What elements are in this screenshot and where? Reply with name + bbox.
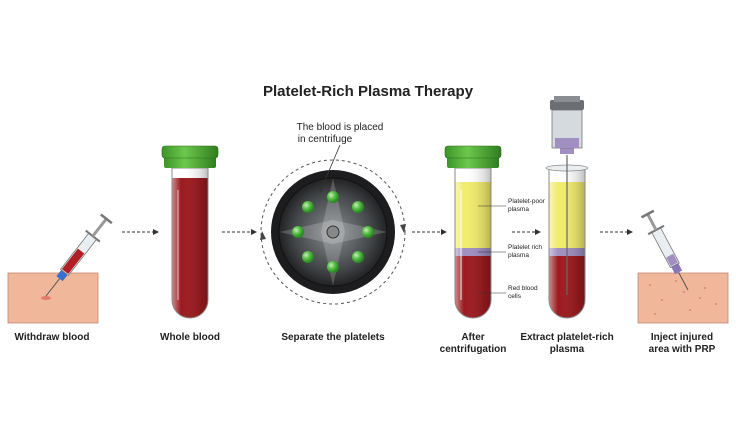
extract-tube: Extract platelet-rich plasma <box>520 96 614 355</box>
page-title: Platelet-Rich Plasma Therapy <box>263 83 474 100</box>
vial-icon <box>327 261 339 273</box>
step-extract-label-1: Extract platelet-rich <box>520 332 613 343</box>
vial-icon <box>302 201 314 213</box>
step-after-label-2: centrifugation <box>440 344 507 355</box>
inject-step: Inject injured area with PRP <box>637 209 729 355</box>
tube-glass <box>171 167 209 319</box>
layer-red-line2: cells <box>508 293 522 300</box>
whole-blood-tube: Whole blood <box>160 145 220 343</box>
tube-glass <box>454 167 492 319</box>
step-after-label-1: After <box>461 332 484 343</box>
syringe-icon <box>45 213 113 297</box>
puncture-mark <box>41 296 51 300</box>
rotation-path <box>260 159 406 305</box>
tube-cap-icon <box>164 156 216 168</box>
vial-icon <box>362 226 374 238</box>
vial-icon <box>352 251 364 263</box>
step-inject-label-2: area with PRP <box>649 344 716 355</box>
withdraw-step: Withdraw blood <box>7 213 113 343</box>
sample-vials <box>292 191 374 273</box>
syringe-icon <box>640 209 689 291</box>
vial-icon <box>352 201 364 213</box>
separated-tube: Platelet-poor plasma Platelet rich plasm… <box>440 145 546 355</box>
vial-icon <box>292 226 304 238</box>
step-inject-label-1: Inject injured <box>651 332 713 343</box>
layer-poor-line2: plasma <box>508 206 529 213</box>
tube-cap-icon <box>447 156 499 168</box>
step-separate-label: Separate the platelets <box>281 332 385 343</box>
centrifuge-note-line1: The blood is placed <box>297 122 384 133</box>
skin-patch <box>7 272 99 324</box>
layer-rich-line2: plasma <box>508 252 529 259</box>
callout-line <box>319 144 341 193</box>
step-withdraw-label: Withdraw blood <box>15 332 90 343</box>
centrifuge: The blood is placed in centrifuge Separa… <box>260 122 406 343</box>
step-whole-label: Whole blood <box>160 332 220 343</box>
layer-red-line1: Red blood <box>508 285 538 292</box>
syringe-icon <box>550 96 584 154</box>
vial-icon <box>302 251 314 263</box>
centrifuge-note-line2: in centrifuge <box>298 134 353 145</box>
vial-icon <box>327 191 339 203</box>
step-extract-label-2: plasma <box>550 344 585 355</box>
layer-rich-line1: Platelet rich <box>508 244 542 251</box>
layer-poor-line1: Platelet-poor <box>508 198 546 205</box>
